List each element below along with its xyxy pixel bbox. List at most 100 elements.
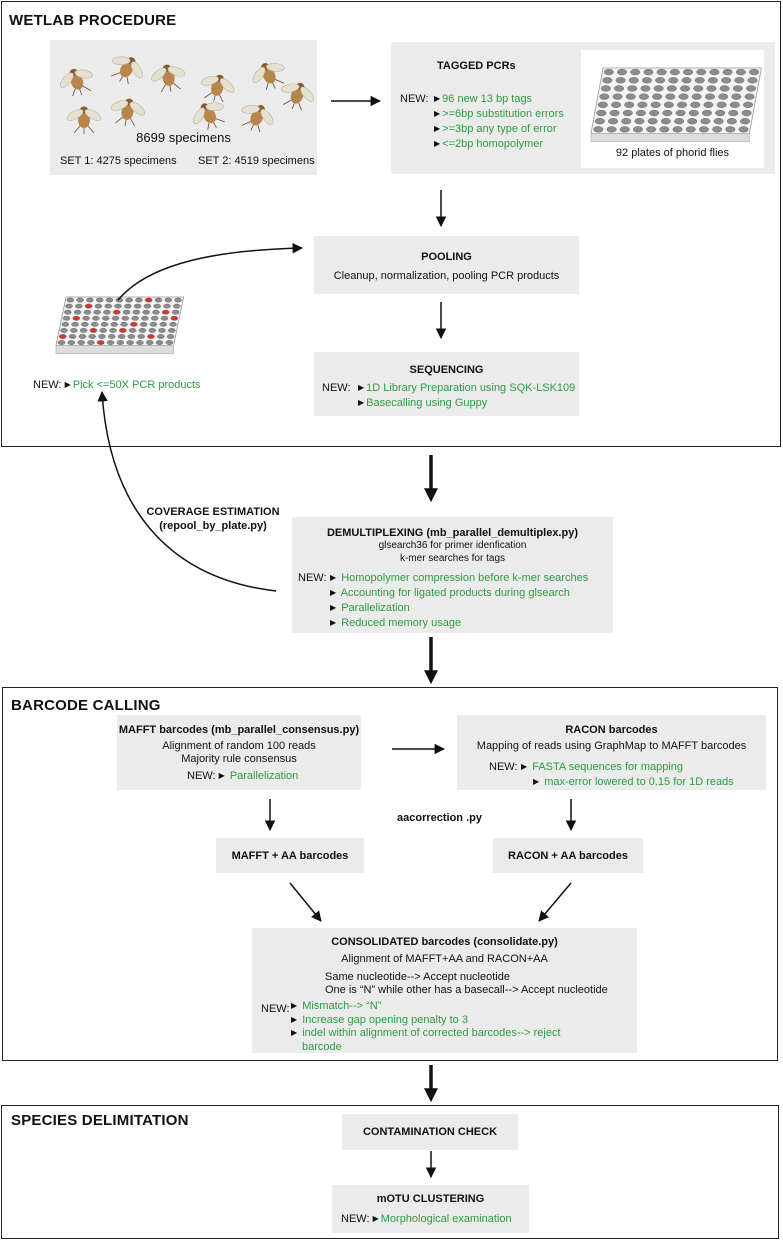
list-item: ▶>=3bp any type of error <box>434 123 557 135</box>
list-item: ▶ indel within alignment of corrected ba… <box>291 1027 561 1039</box>
demux-new-label: NEW: <box>298 572 327 584</box>
repool-row: NEW: ▶Pick <=50X PCR products <box>33 378 201 393</box>
plate-caption: 92 plates of phorid flies <box>615 147 730 159</box>
contamination-label: CONTAMINATION CHECK <box>362 1126 498 1138</box>
list-item: ▶<=2bp homopolymer <box>434 138 544 150</box>
arrow-racon-aa-to-consolidated <box>538 882 572 922</box>
tagged-pcr-list: ▶96 new 13 bp tags ▶>=6bp substitution e… <box>434 92 564 152</box>
sequencing-new-label: NEW: <box>322 382 351 394</box>
list-item: ▶ Mismatch--> “N” <box>291 1000 382 1012</box>
demux-line2: k-mer searches for tags <box>399 553 506 564</box>
list-item: ▶96 new 13 bp tags <box>434 93 533 105</box>
bullet-icon: ▶ <box>218 771 225 780</box>
repool-item: Pick <=50X PCR products <box>72 379 201 391</box>
fly-icon <box>60 68 93 96</box>
mafft-aa-label: MAFFT + AA barcodes <box>231 850 349 862</box>
barcode-calling-section <box>2 687 778 1061</box>
racon-list: ▶ FASTA sequences for mapping ▶ max-erro… <box>521 760 734 790</box>
specimen-count: 8699 specimens <box>136 130 231 145</box>
list-item: ▶>=6bp substitution errors <box>434 108 564 120</box>
bullet-icon: ▶ <box>434 94 441 103</box>
consolidated-new-label: NEW: <box>261 1003 290 1015</box>
bullet-icon: ▶ <box>330 588 337 597</box>
motu-new-row: NEW: ▶Morphological examination <box>341 1212 512 1227</box>
fly-icon <box>200 74 235 102</box>
species-delimitation-title: SPECIES DELIMITATION <box>11 1112 189 1129</box>
fly-icon <box>110 98 145 126</box>
consolidated-list: ▶ Mismatch--> “N” ▶ Increase gap opening… <box>291 1000 561 1053</box>
list-item: ▶Basecalling using Guppy <box>358 397 488 409</box>
mafft-line2: Majority rule consensus <box>181 753 297 765</box>
pooling-title: POOLING <box>421 251 472 263</box>
bullet-icon: ▶ <box>330 573 337 582</box>
consolidated-line1: Alignment of MAFFT+AA and RACON+AA <box>341 953 548 965</box>
racon-aa-box: RACON + AA barcodes <box>493 838 643 873</box>
bullet-icon: ▶ <box>434 124 441 133</box>
pooling-box: POOLING Cleanup, normalization, pooling … <box>314 236 579 294</box>
coverage-title: COVERAGE ESTIMATION <box>146 506 280 518</box>
motu-title: mOTU CLUSTERING <box>376 1193 485 1205</box>
bullet-icon: ▶ <box>434 109 441 118</box>
bullet-icon: ▶ <box>291 1001 298 1010</box>
mafft-new-label: NEW: <box>187 770 216 782</box>
barcode-calling-title: BARCODE CALLING <box>11 697 161 714</box>
sequencing-box: SEQUENCING NEW: ▶1D Library Preparation … <box>314 352 579 416</box>
demux-title: DEMULTIPLEXING (mb_parallel_demultiplex.… <box>326 527 578 539</box>
arrow-demux-to-repool <box>97 390 277 592</box>
contamination-box: CONTAMINATION CHECK <box>342 1114 518 1150</box>
fly-icon <box>111 56 143 84</box>
plate-icon <box>590 67 762 142</box>
sequencing-title: SEQUENCING <box>409 364 484 376</box>
list-item: ▶1D Library Preparation using SQK-LSK109 <box>358 382 576 394</box>
bullet-icon: ▶ <box>291 1028 298 1037</box>
pooling-desc: Cleanup, normalization, pooling PCR prod… <box>333 270 560 282</box>
set1-count: SET 1: 4275 specimens <box>60 155 177 167</box>
set2-count: SET 2: 4519 specimens <box>198 155 315 167</box>
list-item: ▶ Increase gap opening penalty to 3 <box>291 1013 468 1026</box>
tagged-pcr-new-label: NEW: <box>400 93 429 105</box>
demux-list: ▶ Homopolymer compression before k-mer s… <box>330 571 588 631</box>
list-item: ▶ max-error lowered to 0.15 for 1D reads <box>533 776 734 788</box>
demultiplexing-box: DEMULTIPLEXING (mb_parallel_demultiplex.… <box>292 517 613 633</box>
fly-icon <box>252 63 285 90</box>
arrow-mafft-aa-to-consolidated <box>289 882 322 922</box>
specimen-flies <box>50 40 317 135</box>
motu-item: Morphological examination <box>380 1213 512 1225</box>
fly-icon <box>66 106 102 134</box>
fly-icon <box>193 102 225 130</box>
mafft-line1: Alignment of random 100 reads <box>162 740 316 752</box>
wetlab-section <box>1 1 781 447</box>
species-delimitation-section <box>1 1105 779 1239</box>
specimens-box: 8699 specimens SET 1: 4275 specimens SET… <box>50 40 317 175</box>
mafft-box: MAFFT barcodes (mb_parallel_consensus.py… <box>117 715 361 790</box>
fly-icon <box>151 64 186 92</box>
sequencing-list: ▶1D Library Preparation using SQK-LSK109… <box>358 381 575 411</box>
tagged-pcr-box: TAGGED PCRs NEW: ▶96 new 13 bp tags ▶>=6… <box>391 42 775 174</box>
repool-new-label: NEW: <box>33 379 62 391</box>
list-item: ▶ Homopolymer compression before k-mer s… <box>330 572 589 584</box>
bullet-icon: ▶ <box>521 762 528 771</box>
tagged-pcr-title: TAGGED PCRs <box>437 60 516 72</box>
aacorrection-label: aacorrection .py <box>397 812 482 824</box>
consolidated-title: CONSOLIDATED barcodes (consolidate.py) <box>331 936 558 948</box>
bullet-icon: ▶ <box>358 398 365 407</box>
mafft-title: MAFFT barcodes (mb_parallel_consensus.py… <box>118 724 360 736</box>
list-item: ▶ Accounting for ligated products during… <box>330 587 570 599</box>
wetlab-title: WETLAB PROCEDURE <box>9 12 177 29</box>
list-item: ▶ Parallelization <box>330 602 410 614</box>
racon-title: RACON barcodes <box>565 724 658 736</box>
coverage-script: (repool_by_plate.py) <box>159 520 267 532</box>
plate-panel: 92 plates of phorid flies <box>581 50 764 168</box>
bullet-icon: ▶ <box>330 603 337 612</box>
bullet-icon: ▶ <box>434 139 441 148</box>
consolidated-box: CONSOLIDATED barcodes (consolidate.py) A… <box>252 928 637 1053</box>
bullet-icon: ▶ <box>533 777 540 786</box>
arrow-repool-to-pooling <box>117 242 304 301</box>
list-item: ▶ Reduced memory usage <box>330 617 462 629</box>
bullet-icon: ▶ <box>291 1014 298 1024</box>
racon-box: RACON barcodes Mapping of reads using Gr… <box>457 715 766 790</box>
list-item: ▶ FASTA sequences for mapping <box>521 761 684 773</box>
racon-line1: Mapping of reads using GraphMap to MAFFT… <box>476 740 747 752</box>
bullet-icon: ▶ <box>372 1214 379 1223</box>
